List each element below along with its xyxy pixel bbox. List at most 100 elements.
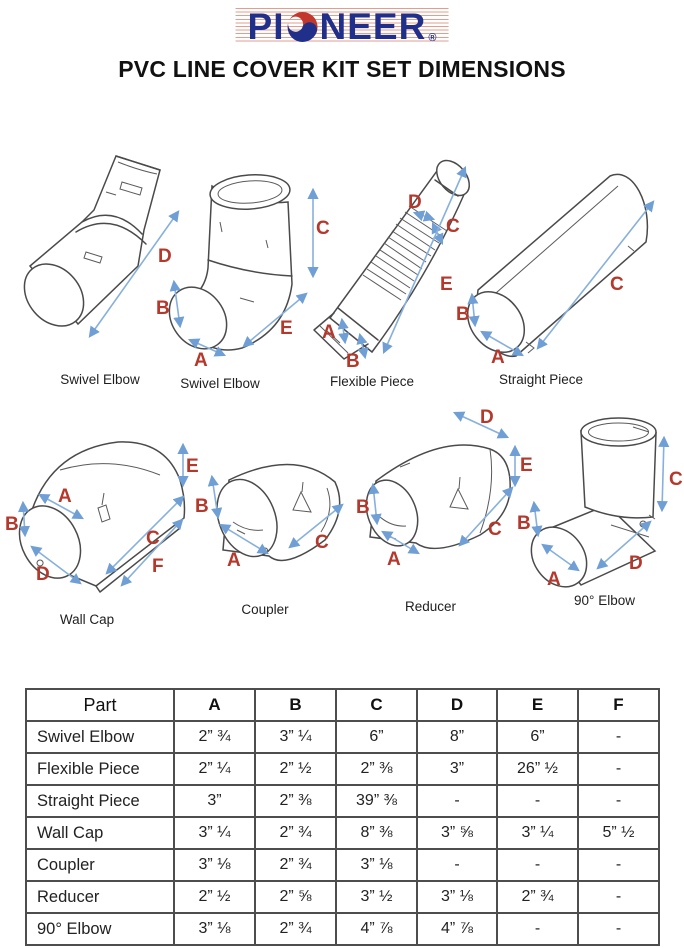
part-name-cell: Swivel Elbow [25, 720, 175, 754]
figure-flexible-piece: D C E A B Flexible Piece [300, 150, 471, 400]
dim-label: C [316, 218, 330, 239]
dim-label: E [520, 455, 533, 476]
dimension-cell: 2” ½ [254, 752, 337, 786]
figure-caption: Swivel Elbow [180, 376, 260, 391]
flexible-piece-drawing: D C E A B [313, 159, 471, 372]
dim-label: B [156, 298, 170, 319]
dimension-cell: - [416, 784, 498, 818]
dimension-cell: - [496, 784, 579, 818]
dimension-cell: - [496, 912, 579, 946]
figure-caption: Reducer [404, 599, 457, 614]
90-elbow-drawing: C B A D [517, 417, 683, 590]
dim-label: D [158, 246, 172, 267]
dim-label: D [480, 407, 494, 428]
swivel-elbow-45-drawing: D [23, 155, 180, 338]
table-row: Coupler 3” ⅛ 2” ¾ 3” ⅛ - - - [25, 848, 660, 882]
dim-label: D [36, 564, 50, 585]
figure-straight-piece: B A C Straight Piece [448, 150, 678, 400]
dim-label: B [517, 513, 531, 534]
dim-label: C [146, 528, 160, 549]
dimension-cell: 2” ⅜ [254, 784, 337, 818]
column-header: B [254, 688, 337, 722]
dim-label: E [186, 456, 199, 477]
dimensions-table: Part A B C D E F Swivel Elbow 2” ¾ 3” ¼ … [25, 688, 660, 946]
part-outline [466, 173, 649, 357]
dimension-arrows [337, 165, 467, 360]
dimension-cell: - [577, 784, 660, 818]
dimension-cell: 2” ¾ [496, 880, 579, 914]
part-outline [23, 155, 161, 327]
dimension-cell: 26” ½ [496, 752, 579, 786]
dimension-cell: - [577, 848, 660, 882]
dimension-arrows [368, 411, 521, 555]
dimension-cell: - [577, 912, 660, 946]
figure-90-elbow: C B A D 90° Elbow [515, 405, 684, 615]
dimension-cell: 3” ¼ [254, 720, 337, 754]
dimension-arrows [17, 442, 189, 587]
dim-label: B [195, 496, 209, 517]
dimension-cell: - [496, 848, 579, 882]
dimension-cell: 4” ⅞ [416, 912, 498, 946]
page-title: PVC LINE COVER KIT SET DIMENSIONS [118, 56, 566, 82]
figure-caption: Coupler [241, 602, 289, 617]
dimension-cell: 3” ¼ [496, 816, 579, 850]
dimension-cell: 2” ¾ [254, 912, 337, 946]
dimension-cell: 3” ½ [335, 880, 418, 914]
logo-text-prefix: PI [247, 6, 285, 47]
part-name-cell: Wall Cap [25, 816, 175, 850]
dimension-cell: - [416, 848, 498, 882]
table-row: Swivel Elbow 2” ¾ 3” ¼ 6” 8” 6” - [25, 720, 660, 754]
dimension-cell: 5” ½ [577, 816, 660, 850]
dimension-cell: 3” [416, 752, 498, 786]
logo-pinstripes [235, 8, 449, 44]
dim-label: D [629, 553, 643, 574]
dim-label: E [440, 274, 453, 295]
pioneer-logo-mark-icon [287, 12, 318, 42]
dimension-cell: 3” ¼ [173, 816, 256, 850]
dimension-cell: 2” ¾ [254, 848, 337, 882]
dimension-cell: 39” ⅜ [335, 784, 418, 818]
dimension-cell: 2” ¼ [173, 752, 256, 786]
dimension-cell: 6” [335, 720, 418, 754]
dim-label: E [280, 318, 293, 339]
dimension-cell: - [577, 880, 660, 914]
dimension-cell: 6” [496, 720, 579, 754]
table-row: Reducer 2” ½ 2” ⅝ 3” ½ 3” ⅛ 2” ¾ - [25, 880, 660, 914]
logo-text-suffix: NEER [319, 6, 427, 47]
dimension-cell: 3” ⅝ [416, 816, 498, 850]
dimension-arrows [169, 187, 319, 357]
dimension-cell: 3” ⅛ [173, 912, 256, 946]
dim-label: B [5, 514, 19, 535]
dimension-cell: 8” [416, 720, 498, 754]
part-name-cell: Reducer [25, 880, 175, 914]
dim-label: C [610, 274, 624, 295]
table-row: Flexible Piece 2” ¼ 2” ½ 2” ⅜ 3” 26” ½ - [25, 752, 660, 786]
swivel-elbow-90-drawing: C E B A [156, 174, 330, 371]
dimension-cell: 3” ⅛ [173, 848, 256, 882]
figure-coupler: B A C Coupler [185, 430, 345, 620]
figure-wall-cap: E A B C D F Wall Cap [0, 420, 200, 630]
part-outline [168, 174, 293, 351]
wall-cap-drawing: E A B C D F [5, 441, 199, 593]
column-header: A [173, 688, 256, 722]
dim-label: C [669, 469, 683, 490]
part-name-cell: Coupler [25, 848, 175, 882]
dimension-cell: 3” ⅛ [416, 880, 498, 914]
part-name-cell: 90° Elbow [25, 912, 175, 946]
dimension-arrows [207, 474, 344, 555]
dim-label: C [315, 532, 329, 553]
dim-label: A [387, 549, 401, 570]
dim-label: A [58, 486, 72, 507]
dimension-cell: 2” ¾ [254, 816, 337, 850]
figure-caption: Flexible Piece [329, 374, 415, 389]
dimension-cell: 4” ⅞ [335, 912, 418, 946]
figure-caption: Wall Cap [59, 612, 115, 627]
dim-label: B [356, 497, 370, 518]
figure-caption: Swivel Elbow [60, 372, 140, 387]
dimension-cell: 2” ⅝ [254, 880, 337, 914]
column-header: D [416, 688, 498, 722]
registered-trademark: ® [428, 32, 437, 44]
straight-piece-drawing: B A C [456, 173, 655, 368]
dimension-cell: 3” ⅛ [335, 848, 418, 882]
dim-label: A [227, 550, 241, 571]
